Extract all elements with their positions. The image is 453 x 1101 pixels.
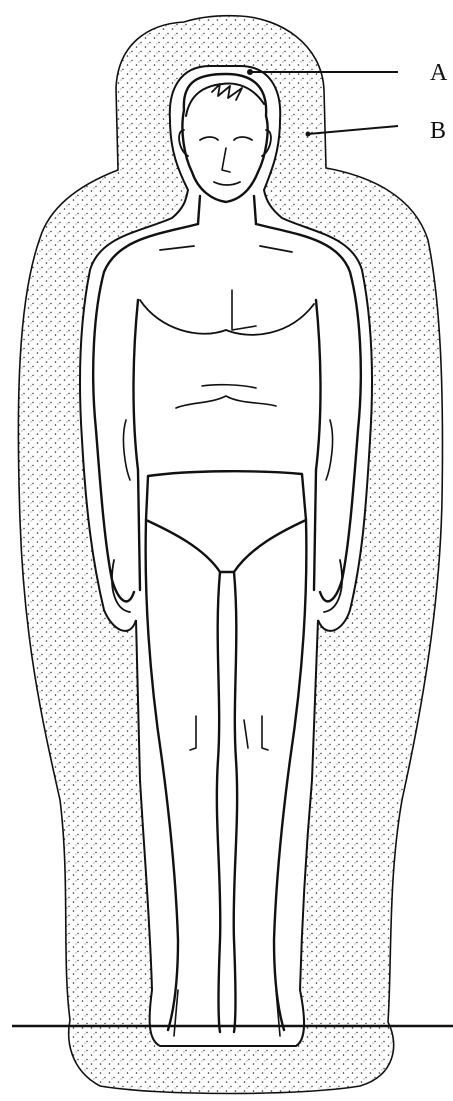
- leader-dot-a: [247, 69, 253, 75]
- leader-dot-b: [306, 132, 311, 137]
- label-b: B: [430, 118, 446, 144]
- label-a: A: [430, 60, 448, 86]
